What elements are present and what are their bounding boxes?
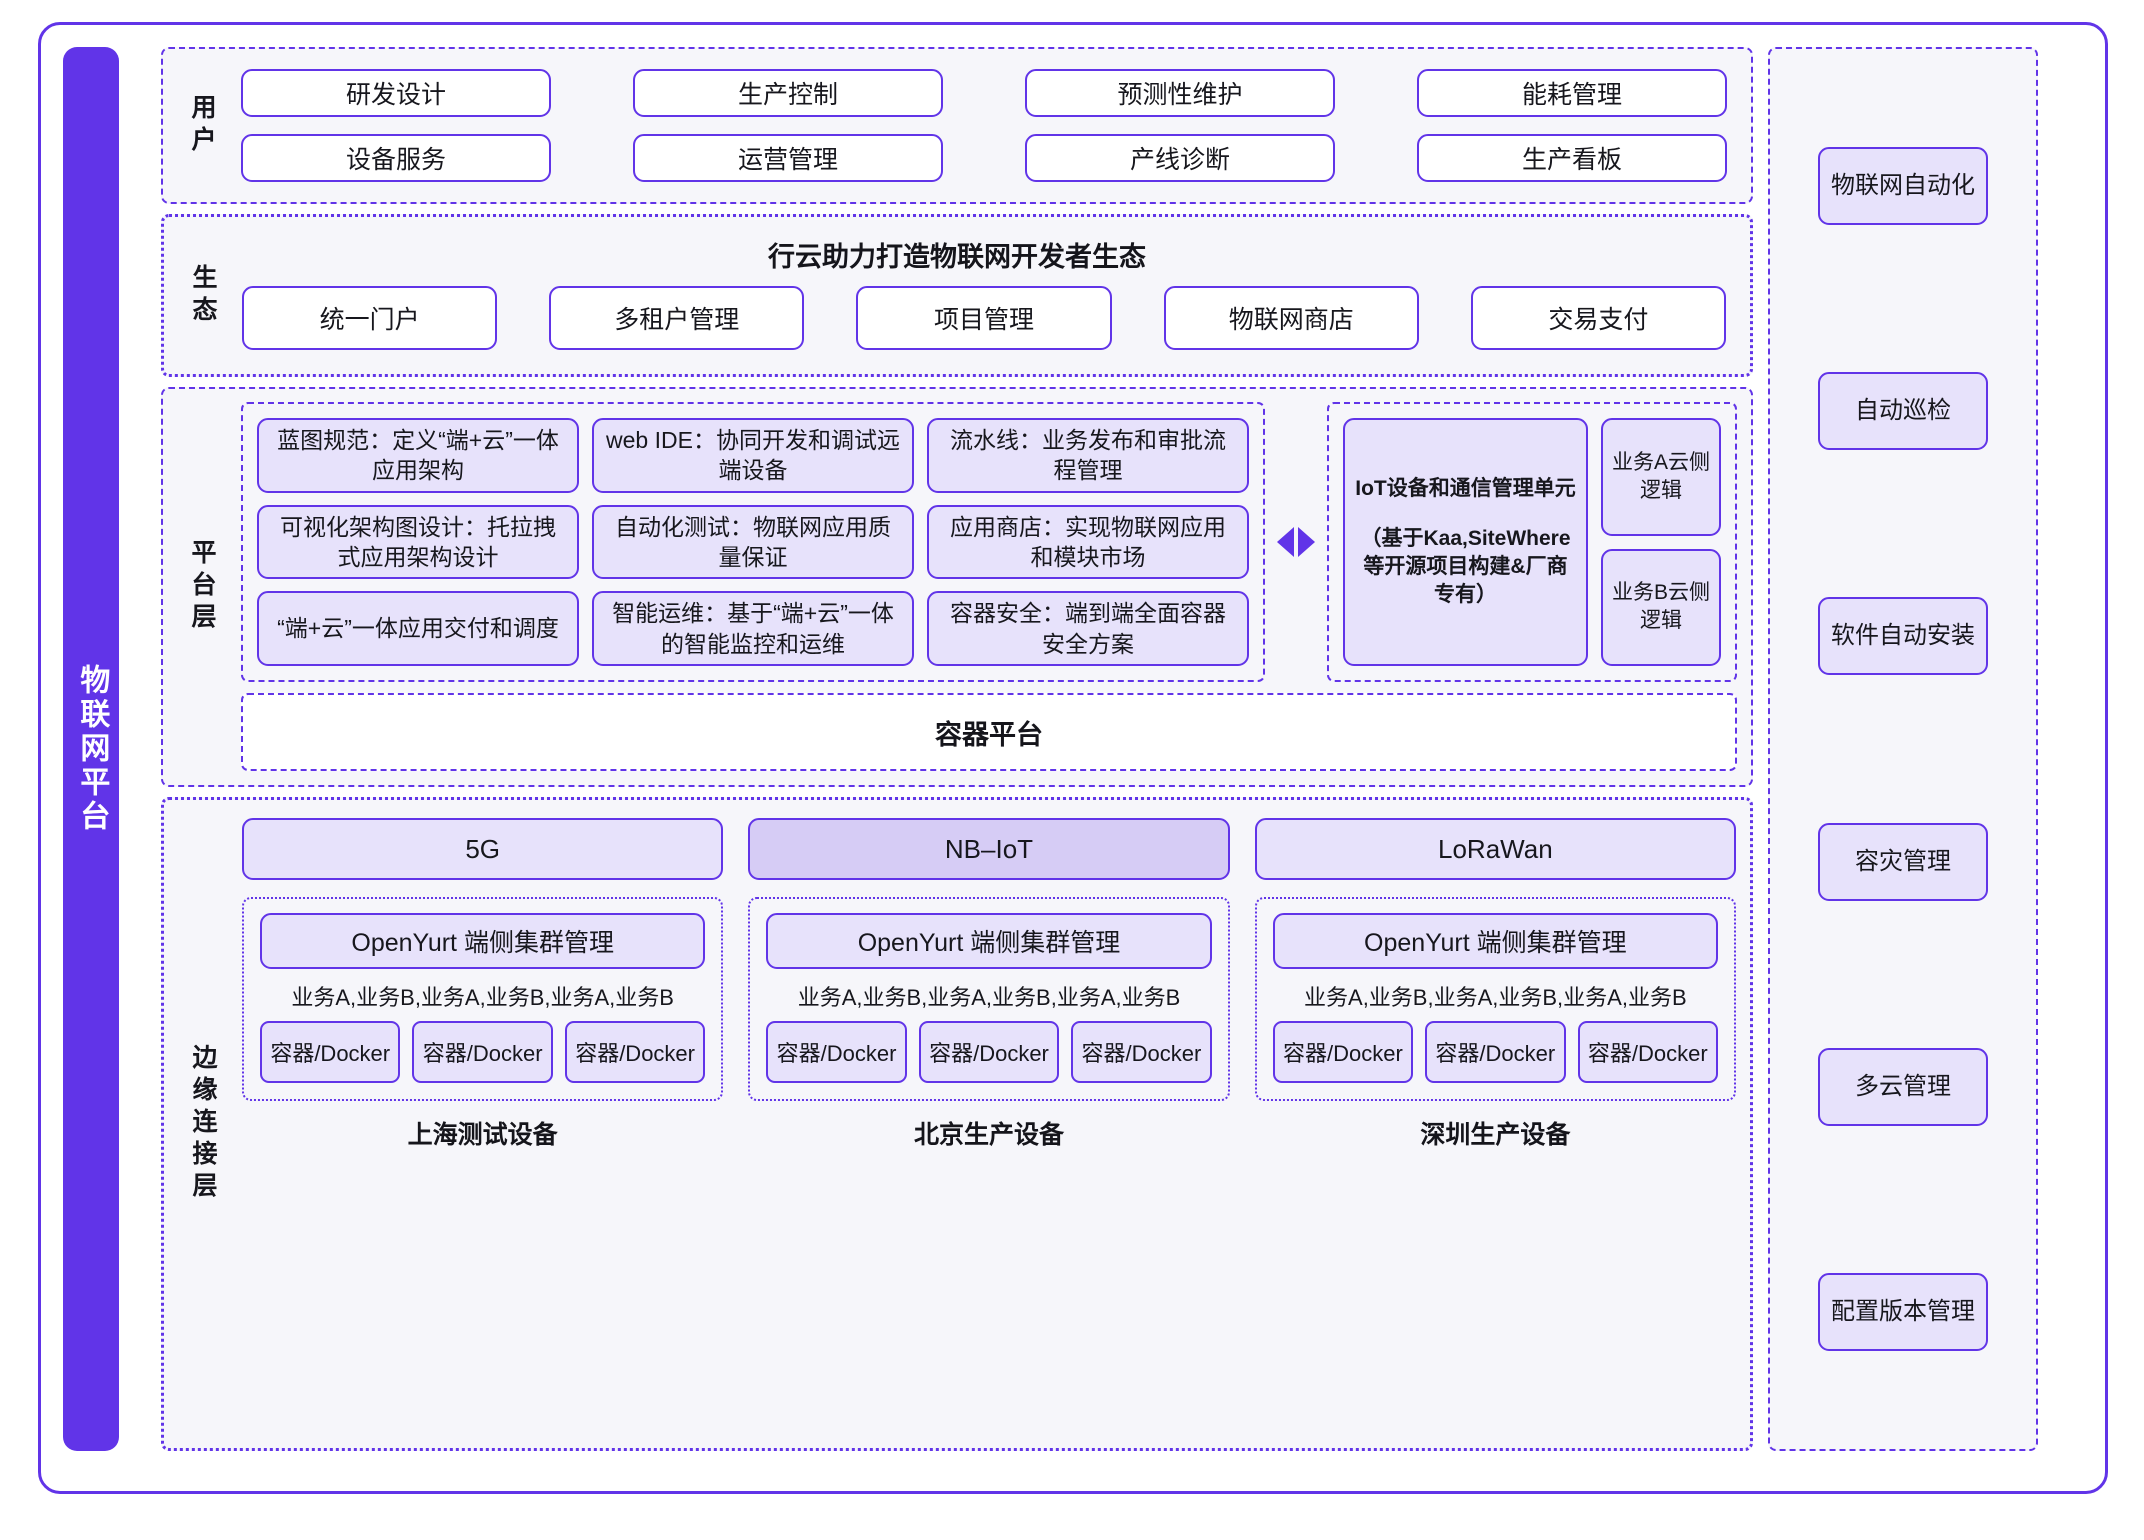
user-layer: 用户 研发设计 生产控制 预测性维护 能耗管理 设备服务 运营管理 产线诊断 生… (161, 47, 1753, 204)
device-group-caption: 北京生产设备 (913, 1121, 1064, 1149)
platform-layer-body: 蓝图规范：定义“端+云”一体应用架构 web IDE：协同开发和调试远端设备 流… (241, 389, 1751, 785)
side-item-software-auto-install[interactable]: 软件自动安装 (1818, 597, 1988, 676)
device-box: OpenYurt 端侧集群管理 业务A,业务B,业务A,业务B,业务A,业务B … (242, 897, 724, 1101)
ecosystem-layer-label: 生态 (189, 263, 217, 328)
user-item-energy-management[interactable]: 能耗管理 (1417, 69, 1727, 117)
container-docker-1[interactable]: 容器/Docker (766, 1021, 907, 1083)
container-docker-2[interactable]: 容器/Docker (1425, 1021, 1566, 1083)
device-groups-row: OpenYurt 端侧集群管理 业务A,业务B,业务A,业务B,业务A,业务B … (242, 897, 1736, 1440)
business-services-list: 业务A,业务B,业务A,业务B,业务A,业务B (1304, 985, 1687, 1010)
user-layer-label: 用户 (188, 93, 216, 158)
ecosystem-title: 行云助力打造物联网开发者生态 (768, 242, 1146, 272)
container-row: 容器/Docker 容器/Docker 容器/Docker (1272, 1021, 1718, 1083)
user-items-grid: 研发设计 生产控制 预测性维护 能耗管理 设备服务 运营管理 产线诊断 生产看板 (241, 49, 1751, 202)
user-layer-body: 研发设计 生产控制 预测性维护 能耗管理 设备服务 运营管理 产线诊断 生产看板 (241, 49, 1751, 202)
iot-platform-vertical-label: 物联网平台 (75, 664, 109, 834)
side-item-disaster-recovery[interactable]: 容灾管理 (1818, 822, 1988, 901)
diagram-frame: 物联网平台 用户 研发设计 生产控制 预测性维护 能耗管理 设备服务 运营管理 … (38, 22, 2108, 1494)
container-platform-band[interactable]: 容器平台 (241, 693, 1737, 771)
platform-card-visual-architecture[interactable]: 可视化架构图设计：托拉拽式应用架构设计 (257, 504, 579, 580)
platform-card-app-store[interactable]: 应用商店：实现物联网应用和模块市场 (927, 504, 1249, 580)
device-group-beijing: OpenYurt 端侧集群管理 业务A,业务B,业务A,业务B,业务A,业务B … (748, 897, 1230, 1440)
platform-card-pipeline[interactable]: 流水线：业务发布和审批流程管理 (927, 418, 1249, 493)
operations-side-panel: 物联网自动化 自动巡检 软件自动安装 容灾管理 多云管理 配置版本管理 (1768, 47, 2038, 1451)
iot-platform-vertical-bar: 物联网平台 (63, 47, 119, 1451)
side-item-config-version-management[interactable]: 配置版本管理 (1818, 1273, 1988, 1352)
eco-item-iot-store[interactable]: 物联网商店 (1163, 286, 1419, 350)
iot-unit-title: IoT设备和通信管理单元 (1355, 476, 1576, 500)
left-arrow-icon (1277, 527, 1294, 557)
edge-connection-layer: 边缘连接层 5G NB–IoT LoRaWan OpenYurt 端侧集群管理 … (161, 797, 1753, 1451)
business-b-cloud-logic[interactable]: 业务B云侧逻辑 (1601, 548, 1721, 666)
eco-item-project-management[interactable]: 项目管理 (856, 286, 1112, 350)
container-docker-1[interactable]: 容器/Docker (260, 1021, 401, 1083)
platform-top-row: 蓝图规范：定义“端+云”一体应用架构 web IDE：协同开发和调试远端设备 流… (241, 402, 1737, 682)
business-services-list: 业务A,业务B,业务A,业务B,业务A,业务B (291, 985, 674, 1010)
platform-card-blueprint[interactable]: 蓝图规范：定义“端+云”一体应用架构 (257, 418, 579, 493)
container-row: 容器/Docker 容器/Docker 容器/Docker (260, 1021, 706, 1083)
platform-card-automated-testing[interactable]: 自动化测试：物联网应用质量保证 (592, 504, 914, 580)
side-item-iot-automation[interactable]: 物联网自动化 (1818, 146, 1988, 225)
container-row: 容器/Docker 容器/Docker 容器/Docker (766, 1021, 1212, 1083)
user-item-line-diagnosis[interactable]: 产线诊断 (1025, 134, 1335, 182)
bidirectional-arrow-connector (1265, 402, 1327, 682)
iot-side-logic-column: 业务A云侧逻辑 业务B云侧逻辑 (1601, 418, 1721, 666)
device-box: OpenYurt 端侧集群管理 业务A,业务B,业务A,业务B,业务A,业务B … (1254, 897, 1736, 1101)
ecosystem-layer: 生态 行云助力打造物联网开发者生态 统一门户 多租户管理 项目管理 物联网商店 … (161, 214, 1753, 377)
network-protocols-row: 5G NB–IoT LoRaWan (242, 818, 1736, 880)
business-a-cloud-logic[interactable]: 业务A云侧逻辑 (1601, 418, 1721, 536)
platform-card-delivery-scheduling[interactable]: “端+云”一体应用交付和调度 (257, 591, 579, 666)
iot-management-panel: IoT设备和通信管理单元 （基于Kaa,SiteWhere等开源项目构建&厂商专… (1327, 402, 1737, 682)
device-group-shanghai: OpenYurt 端侧集群管理 业务A,业务B,业务A,业务B,业务A,业务B … (242, 897, 724, 1440)
network-lorawan[interactable]: LoRaWan (1254, 818, 1736, 880)
eco-item-unified-portal[interactable]: 统一门户 (242, 286, 498, 350)
openyurt-cluster-manager[interactable]: OpenYurt 端侧集群管理 (1272, 913, 1718, 969)
container-docker-1[interactable]: 容器/Docker (1272, 1021, 1414, 1083)
ecosystem-items-row: 统一门户 多租户管理 项目管理 物联网商店 交易支付 (242, 286, 1750, 350)
device-group-caption: 深圳生产设备 (1420, 1121, 1571, 1149)
network-5g[interactable]: 5G (242, 818, 724, 880)
container-docker-2[interactable]: 容器/Docker (412, 1021, 553, 1083)
container-docker-3[interactable]: 容器/Docker (1577, 1021, 1718, 1083)
openyurt-cluster-manager[interactable]: OpenYurt 端侧集群管理 (766, 913, 1212, 969)
platform-capability-panel: 蓝图规范：定义“端+云”一体应用架构 web IDE：协同开发和调试远端设备 流… (241, 402, 1265, 682)
user-item-operations-management[interactable]: 运营管理 (633, 134, 943, 182)
eco-item-transaction-payment[interactable]: 交易支付 (1470, 286, 1726, 350)
container-docker-3[interactable]: 容器/Docker (1071, 1021, 1212, 1083)
layers-column: 用户 研发设计 生产控制 预测性维护 能耗管理 设备服务 运营管理 产线诊断 生… (161, 47, 1753, 1451)
user-item-research-design[interactable]: 研发设计 (241, 69, 551, 117)
side-item-auto-inspection[interactable]: 自动巡检 (1818, 371, 1988, 450)
right-arrow-icon (1298, 527, 1315, 557)
user-item-production-dashboard[interactable]: 生产看板 (1417, 134, 1727, 182)
device-group-shenzhen: OpenYurt 端侧集群管理 业务A,业务B,业务A,业务B,业务A,业务B … (1254, 897, 1736, 1440)
openyurt-cluster-manager[interactable]: OpenYurt 端侧集群管理 (260, 913, 706, 969)
container-docker-2[interactable]: 容器/Docker (918, 1021, 1060, 1083)
business-services-list: 业务A,业务B,业务A,业务B,业务A,业务B (797, 985, 1181, 1010)
edge-layer-body: 5G NB–IoT LoRaWan OpenYurt 端侧集群管理 业务A,业务… (242, 800, 1750, 1448)
ecosystem-layer-body: 行云助力打造物联网开发者生态 统一门户 多租户管理 项目管理 物联网商店 交易支… (242, 217, 1750, 374)
platform-card-intelligent-ops[interactable]: 智能运维：基于“端+云”一体的智能监控和运维 (592, 591, 914, 666)
platform-layer-label: 平台层 (188, 539, 216, 635)
user-item-predictive-maintenance[interactable]: 预测性维护 (1025, 69, 1335, 117)
side-item-multi-cloud-management[interactable]: 多云管理 (1818, 1047, 1988, 1126)
user-item-device-service[interactable]: 设备服务 (241, 134, 551, 182)
user-item-production-control[interactable]: 生产控制 (633, 69, 943, 117)
device-box: OpenYurt 端侧集群管理 业务A,业务B,业务A,业务B,业务A,业务B … (748, 897, 1230, 1101)
iot-device-comm-unit[interactable]: IoT设备和通信管理单元 （基于Kaa,SiteWhere等开源项目构建&厂商专… (1343, 418, 1588, 666)
platform-card-web-ide[interactable]: web IDE：协同开发和调试远端设备 (592, 418, 914, 493)
edge-layer-label: 边缘连接层 (189, 1044, 217, 1204)
eco-item-multi-tenant[interactable]: 多租户管理 (549, 286, 805, 350)
platform-layer: 平台层 蓝图规范：定义“端+云”一体应用架构 web IDE：协同开发和调试远端… (161, 387, 1753, 787)
iot-unit-subtitle: （基于Kaa,SiteWhere等开源项目构建&厂商专有） (1360, 526, 1571, 607)
container-docker-3[interactable]: 容器/Docker (564, 1021, 706, 1083)
network-nb-iot[interactable]: NB–IoT (748, 818, 1230, 880)
platform-card-container-security[interactable]: 容器安全：端到端全面容器安全方案 (927, 591, 1249, 666)
device-group-caption: 上海测试设备 (407, 1121, 558, 1149)
